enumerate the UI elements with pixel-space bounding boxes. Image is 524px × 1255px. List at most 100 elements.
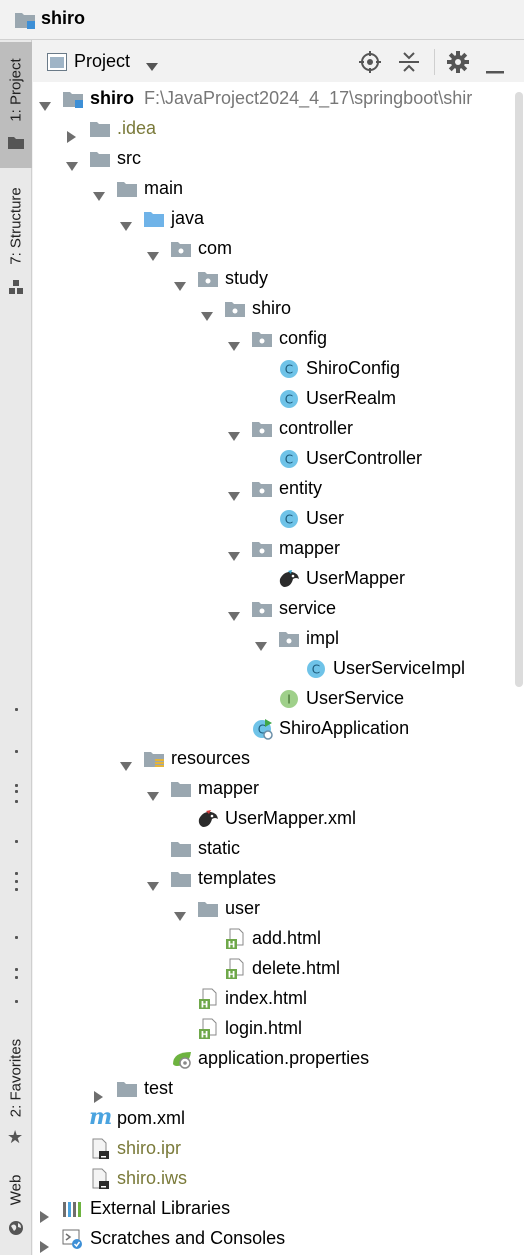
expand-arrow-icon[interactable] <box>66 152 78 182</box>
tree-row-impl[interactable]: impl <box>33 623 524 653</box>
expand-arrow-icon[interactable] <box>120 752 132 782</box>
tree-row-com[interactable]: com <box>33 233 524 263</box>
tree-row-shiro-iws[interactable]: shiro.iws <box>33 1163 524 1193</box>
tree-row-delete-html[interactable]: H delete.html <box>33 953 524 983</box>
expand-arrow-icon[interactable] <box>228 332 240 362</box>
tree-row-login-html[interactable]: H login.html <box>33 1013 524 1043</box>
tree-row-resources[interactable]: resources <box>33 743 524 773</box>
project-view-selector[interactable]: Project <box>74 51 131 71</box>
tool-window-strip: 1: Project 7: Structure 2: Favorites ★ W… <box>0 40 32 1255</box>
side-tab-favorites-label: 2: Favorites <box>7 1038 25 1118</box>
expand-arrow-icon[interactable] <box>228 422 240 452</box>
tree-row-usermapper-xml[interactable]: UserMapper.xml <box>33 803 524 833</box>
tree-row-main[interactable]: main <box>33 173 524 203</box>
tree-row-userserviceimpl[interactable]: C UserServiceImpl <box>33 653 524 683</box>
strip-dot <box>15 750 18 753</box>
strip-dot <box>15 790 18 793</box>
tree-label: com <box>198 238 233 258</box>
tree-label: UserServiceImpl <box>333 658 466 678</box>
svg-text:C: C <box>285 363 293 377</box>
tree-row-controller[interactable]: controller <box>33 413 524 443</box>
expand-arrow-icon[interactable] <box>228 542 240 572</box>
tree-row-external-libraries[interactable]: External Libraries <box>33 1193 524 1223</box>
collapse-arrow-icon[interactable] <box>39 1232 51 1255</box>
html-file-icon: H <box>198 988 218 1019</box>
tree-label: UserRealm <box>306 388 397 408</box>
tree-row-shiroconfig[interactable]: C ShiroConfig <box>33 353 524 383</box>
expand-arrow-icon[interactable] <box>39 92 51 122</box>
tree-label: .idea <box>117 118 157 138</box>
expand-arrow-icon[interactable] <box>228 602 240 632</box>
tree-row-test[interactable]: test <box>33 1073 524 1103</box>
side-tab-favorites[interactable]: 2: Favorites ★ <box>0 1030 32 1154</box>
strip-dot <box>15 968 18 971</box>
java-class-icon: C <box>279 358 299 388</box>
tree-row-scratches[interactable]: Scratches and Consoles <box>33 1223 524 1253</box>
spring-properties-icon <box>170 1048 194 1079</box>
expand-arrow-icon[interactable] <box>201 302 213 332</box>
tree-label: User <box>306 508 345 528</box>
expand-arrow-icon[interactable] <box>228 482 240 512</box>
expand-arrow-icon[interactable] <box>174 902 186 932</box>
tree-row-usermapper[interactable]: UserMapper <box>33 563 524 593</box>
tree-label: user <box>225 898 261 918</box>
tree-row-service[interactable]: service <box>33 593 524 623</box>
expand-arrow-icon[interactable] <box>93 182 105 212</box>
collapse-all-icon[interactable] <box>398 51 420 78</box>
expand-arrow-icon[interactable] <box>255 632 267 662</box>
toolbar-separator <box>434 49 435 75</box>
tree-row-idea[interactable]: .idea <box>33 113 524 143</box>
tree-row-user-folder[interactable]: user <box>33 893 524 923</box>
expand-arrow-icon[interactable] <box>174 272 186 302</box>
tree-row-userservice[interactable]: I UserService <box>33 683 524 713</box>
expand-arrow-icon[interactable] <box>147 242 159 272</box>
expand-arrow-icon[interactable] <box>147 872 159 902</box>
tree-row-userrealm[interactable]: C UserRealm <box>33 383 524 413</box>
tree-row-mapper-folder[interactable]: mapper <box>33 773 524 803</box>
tree-row-add-html[interactable]: H add.html <box>33 923 524 953</box>
tree-row-shiroapplication[interactable]: C ShiroApplication <box>33 713 524 743</box>
tree-label: entity <box>279 478 323 498</box>
tree-row-user-class[interactable]: C User <box>33 503 524 533</box>
side-tab-structure[interactable]: 7: Structure <box>0 176 32 300</box>
folder-icon <box>170 838 192 868</box>
gear-icon[interactable] <box>447 51 469 78</box>
chevron-down-icon[interactable] <box>146 58 158 76</box>
tree-row-index-html[interactable]: H index.html <box>33 983 524 1013</box>
tree-row-pom-xml[interactable]: m pom.xml <box>33 1103 524 1133</box>
tree-row-shiro-ipr[interactable]: shiro.ipr <box>33 1133 524 1163</box>
tree-label: UserController <box>306 448 423 468</box>
tree-row-study[interactable]: study <box>33 263 524 293</box>
tree-row-src[interactable]: src <box>33 143 524 173</box>
tree-label: shiro.iws <box>117 1168 188 1188</box>
java-class-icon: C <box>279 508 299 538</box>
expand-arrow-icon[interactable] <box>147 782 159 812</box>
minimize-icon[interactable] <box>486 61 504 79</box>
svg-text:C: C <box>285 453 293 467</box>
tree-row-shiro-package[interactable]: shiro <box>33 293 524 323</box>
tree-row-static[interactable]: static <box>33 833 524 863</box>
html-file-icon: H <box>198 1018 218 1049</box>
side-tab-project[interactable]: 1: Project <box>0 42 32 168</box>
collapse-arrow-icon[interactable] <box>39 1202 51 1232</box>
tree-label: service <box>279 598 337 618</box>
tree-row-mapper-package[interactable]: mapper <box>33 533 524 563</box>
tree-label: resources <box>171 748 251 768</box>
collapse-arrow-icon[interactable] <box>66 122 78 152</box>
tree-row-java[interactable]: java <box>33 203 524 233</box>
tree-label: pom.xml <box>117 1108 186 1128</box>
tree-label: login.html <box>225 1018 303 1038</box>
tree-row-config[interactable]: config <box>33 323 524 353</box>
tree-row-entity[interactable]: entity <box>33 473 524 503</box>
tree-row-usercontroller[interactable]: C UserController <box>33 443 524 473</box>
tree-row-templates[interactable]: templates <box>33 863 524 893</box>
scratches-icon <box>62 1228 84 1255</box>
side-tab-web[interactable]: Web <box>0 1168 32 1248</box>
collapse-arrow-icon[interactable] <box>93 1082 105 1112</box>
tree-row-application-properties[interactable]: application.properties <box>33 1043 524 1073</box>
locate-icon[interactable] <box>359 51 381 78</box>
svg-text:C: C <box>258 723 266 737</box>
expand-arrow-icon[interactable] <box>120 212 132 242</box>
tree-scrollbar[interactable] <box>515 92 523 687</box>
